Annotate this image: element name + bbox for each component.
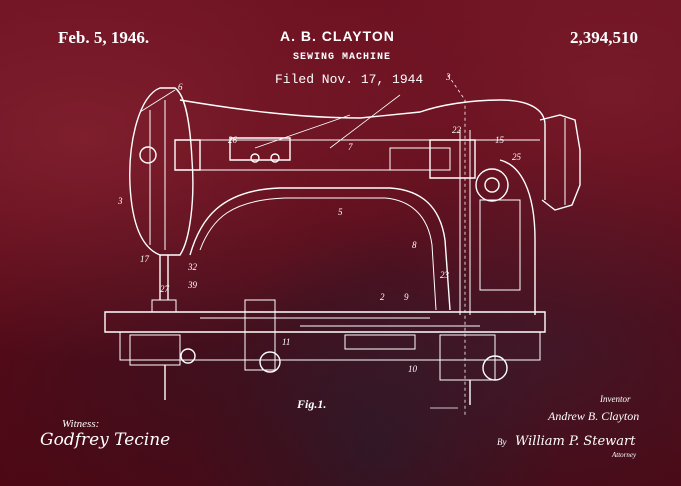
- filed-date: Filed Nov. 17, 1944: [275, 72, 424, 87]
- patent-title: SEWING MACHINE: [293, 52, 392, 63]
- figure-label: Fig.1.: [297, 397, 327, 411]
- inventor-signature: Andrew B. Clayton: [548, 409, 640, 423]
- attorney-signature: William P. Stewart: [515, 434, 636, 449]
- svg-text:15: 15: [495, 135, 505, 145]
- svg-text:39: 39: [187, 280, 198, 290]
- svg-text:26: 26: [228, 135, 238, 145]
- svg-text:27: 27: [160, 284, 170, 294]
- svg-text:6: 6: [178, 82, 183, 92]
- svg-text:7: 7: [348, 142, 353, 152]
- by-label: By: [497, 437, 507, 447]
- svg-text:17: 17: [140, 254, 150, 264]
- svg-text:5: 5: [338, 207, 343, 217]
- patent-date: Feb. 5, 1946.: [58, 28, 150, 47]
- svg-text:3: 3: [445, 72, 451, 82]
- witness-signature: Godfrey Tecine: [40, 430, 171, 450]
- patent-number: 2,394,510: [570, 28, 638, 47]
- attorney-label: Attorney: [612, 451, 637, 459]
- witness-label: Witness:: [62, 418, 100, 430]
- svg-text:23: 23: [440, 270, 450, 280]
- svg-text:9: 9: [404, 292, 409, 302]
- inventor-label: Inventor: [600, 394, 631, 404]
- svg-text:32: 32: [187, 262, 198, 272]
- svg-text:11: 11: [282, 337, 290, 347]
- svg-text:3: 3: [117, 196, 123, 206]
- svg-text:10: 10: [408, 364, 418, 374]
- svg-text:2: 2: [380, 292, 385, 302]
- svg-text:25: 25: [512, 152, 522, 162]
- svg-text:22: 22: [452, 125, 462, 135]
- svg-text:8: 8: [412, 240, 417, 250]
- inventor-name-heading: A. B. CLAYTON: [280, 28, 395, 44]
